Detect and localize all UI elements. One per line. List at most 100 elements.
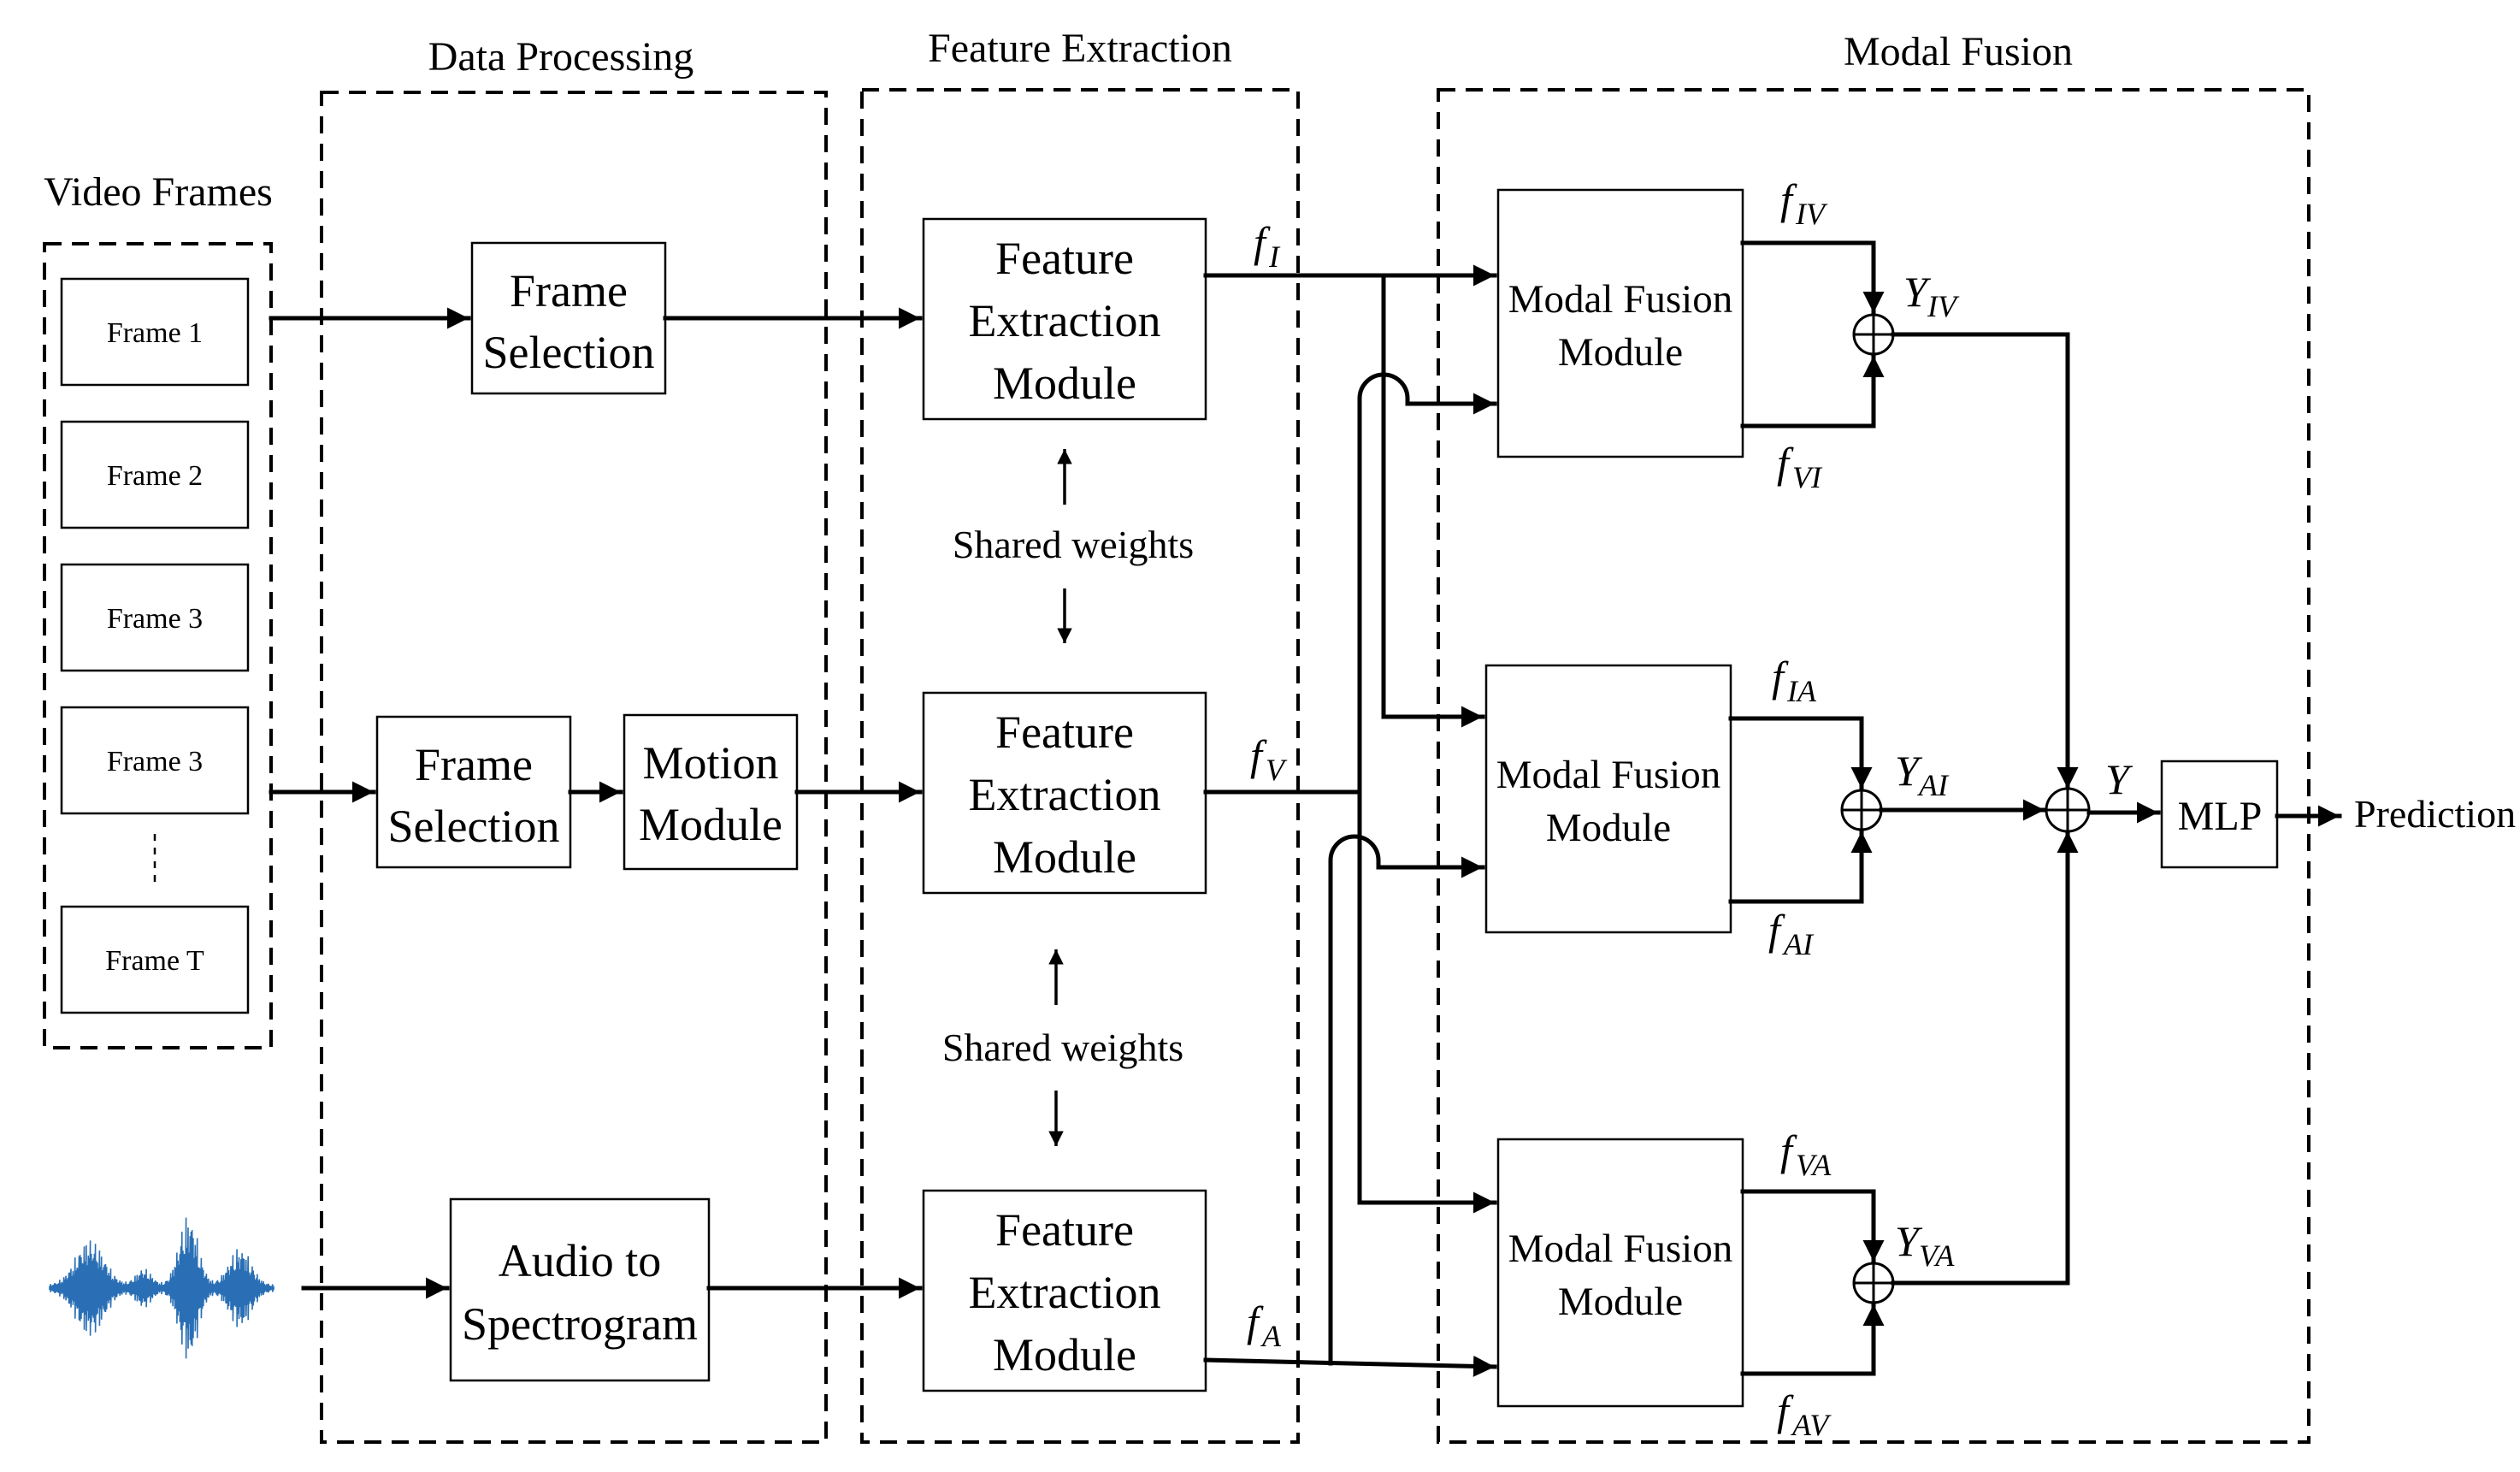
feature-extraction-box-video — [922, 691, 1207, 895]
fem-image-line-3: Module — [993, 358, 1136, 409]
label-YIV: Y IV — [1903, 268, 1960, 323]
svg-text:VA: VA — [1796, 1148, 1832, 1182]
feature-extraction-box-audio — [922, 1189, 1207, 1392]
mlp-label: MLP — [2178, 794, 2263, 839]
mfm-ia-line-1: Modal Fusion — [1496, 753, 1720, 797]
svg-text:f: f — [1768, 906, 1785, 954]
section-title-modal-fusion: Modal Fusion — [1844, 29, 2073, 74]
modal-fusion-region — [1437, 88, 2310, 1444]
frame-label-3: Frame 3 — [107, 603, 203, 635]
label-fIA: f IA — [1772, 653, 1817, 708]
wire-fV-to-mfm-iv — [1357, 372, 1497, 795]
label-fVI: f VI — [1777, 439, 1823, 494]
label-fA: f A — [1247, 1298, 1282, 1353]
audio-to-spectrogram-line-2: Spectrogram — [462, 1298, 698, 1350]
mlp-box — [2160, 760, 2279, 869]
video-frames-group — [43, 242, 273, 1049]
frame-box-1 — [60, 277, 250, 387]
svg-text:IV: IV — [1795, 197, 1828, 231]
svg-text:f: f — [1254, 218, 1271, 266]
label-fVA: f VA — [1780, 1126, 1832, 1182]
fem-audio-line-1: Feature — [995, 1204, 1134, 1256]
frame-box-2 — [60, 420, 250, 529]
modal-fusion-box-ia — [1484, 664, 1732, 934]
label-fAI: f AI — [1768, 906, 1815, 961]
frame-box-4 — [60, 706, 250, 815]
wire-fIA-to-sum — [1728, 716, 1873, 791]
mfm-ia-line-2: Module — [1546, 806, 1671, 850]
label-Y: Y — [2105, 755, 2133, 803]
mfm-va-line-1: Modal Fusion — [1508, 1227, 1732, 1271]
wire-fI-to-mfm-ia — [1381, 273, 1485, 728]
label-YVA: Y VA — [1895, 1217, 1955, 1273]
label-YAI: Y AI — [1895, 747, 1950, 802]
data-processing-region — [320, 91, 828, 1444]
svg-text:AV: AV — [1791, 1408, 1832, 1442]
audio-to-spectrogram-box — [449, 1197, 711, 1382]
shared-weights-label-2: Shared weights — [942, 1026, 1183, 1069]
modal-fusion-box-iv — [1496, 188, 1744, 458]
motion-module-line-1: Motion — [642, 737, 778, 789]
svg-text:f: f — [1772, 653, 1789, 701]
mfm-iv-line-1: Modal Fusion — [1508, 277, 1732, 322]
svg-text:I: I — [1268, 239, 1281, 274]
svg-text:A: A — [1260, 1319, 1282, 1353]
wire-fVI-to-sum — [1740, 353, 1885, 429]
fem-image-line-1: Feature — [995, 233, 1134, 284]
modal-fusion-box-va — [1496, 1138, 1744, 1408]
fem-audio-line-3: Module — [993, 1329, 1136, 1380]
frame-box-t — [60, 905, 250, 1014]
frame-selection-top-line-2: Selection — [483, 327, 655, 378]
svg-text:f: f — [1780, 1126, 1797, 1174]
audio-to-spectrogram-line-1: Audio to — [499, 1235, 662, 1286]
wire-fVA-to-sum — [1740, 1189, 1885, 1264]
label-fIV: f IV — [1780, 175, 1828, 231]
frame-box-3 — [60, 563, 250, 672]
svg-text:f: f — [1247, 1298, 1264, 1345]
wire-YVA-to-final-sum — [1891, 829, 2079, 1286]
frame-label-4: Frame 3 — [107, 746, 203, 777]
fem-audio-line-2: Extraction — [969, 1267, 1161, 1318]
wire-fA-to-mfm-va — [1203, 1355, 1497, 1377]
frame-list: Frame 1 Frame 2 Frame 3 Frame 3 Frame T — [60, 277, 250, 1014]
wire-fAV-to-sum — [1740, 1302, 1885, 1376]
frame-label-1: Frame 1 — [107, 317, 203, 349]
svg-text:AI: AI — [1917, 768, 1950, 802]
wire-fIV-to-sum — [1740, 240, 1885, 316]
frame-selection-box-mid — [375, 715, 572, 869]
mfm-iv-line-2: Module — [1558, 330, 1683, 375]
feature-extraction-box-image — [922, 217, 1207, 421]
wire-fV-trunk — [1203, 789, 1497, 1214]
svg-text:f: f — [1777, 439, 1794, 487]
audio-waveform-icon — [49, 1217, 274, 1359]
fem-video-line-1: Feature — [995, 706, 1134, 758]
svg-text:Y: Y — [1895, 747, 1923, 795]
svg-text:f: f — [1780, 175, 1797, 223]
video-frames-title: Video Frames — [44, 169, 273, 215]
section-title-feature-extraction: Feature Extraction — [928, 26, 1232, 71]
frame-selection-box-top — [470, 241, 667, 395]
fem-video-line-2: Extraction — [969, 769, 1161, 820]
frame-selection-top-line-1: Frame — [510, 265, 628, 316]
mfm-va-line-2: Module — [1558, 1280, 1683, 1324]
svg-text:f: f — [1777, 1386, 1794, 1434]
prediction-label: Prediction — [2354, 792, 2516, 836]
shared-weights-label-1: Shared weights — [953, 523, 1194, 566]
frame-label-2: Frame 2 — [107, 460, 203, 492]
motion-module-line-2: Module — [639, 799, 782, 850]
wire-fAI-to-sum — [1728, 829, 1873, 904]
label-fI: f I — [1254, 218, 1281, 274]
frame-label-t: Frame T — [105, 945, 204, 977]
wire-fA-to-mfm-ia — [1328, 834, 1485, 1366]
fem-video-line-3: Module — [993, 831, 1136, 883]
svg-text:f: f — [1250, 731, 1267, 779]
label-fAV: f AV — [1777, 1386, 1832, 1442]
section-title-data-processing: Data Processing — [428, 34, 694, 80]
svg-text:IV: IV — [1927, 289, 1960, 323]
svg-text:V: V — [1266, 753, 1288, 787]
svg-text:VA: VA — [1919, 1238, 1955, 1273]
wire-YIV-to-final-sum — [1891, 332, 2079, 791]
frame-selection-mid-line-1: Frame — [415, 739, 533, 790]
svg-text:Y: Y — [1903, 268, 1932, 316]
feature-extraction-region — [860, 88, 1300, 1444]
